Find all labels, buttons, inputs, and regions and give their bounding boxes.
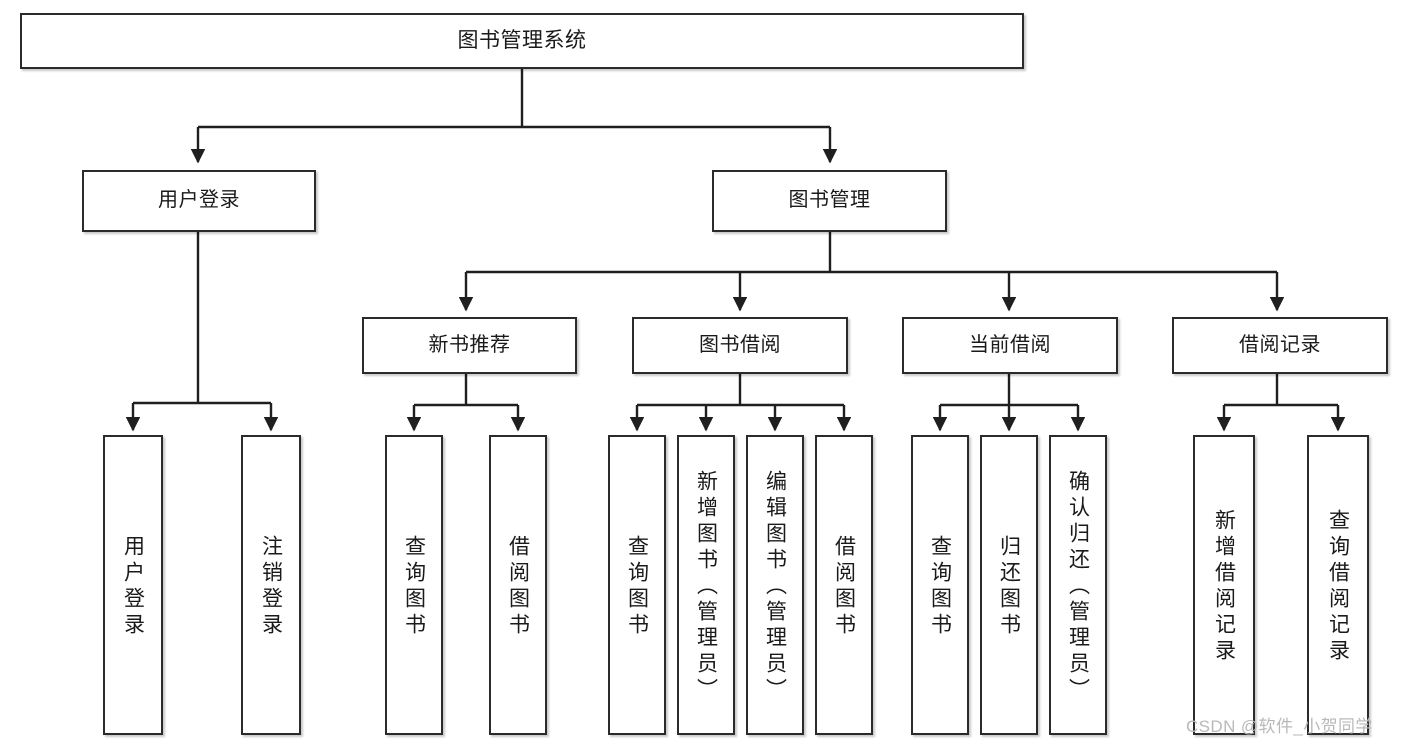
leaf-records-add-record-label: 新增借阅记录: [1212, 509, 1236, 665]
leaf-current-query-book[interactable]: 查询图书: [911, 435, 969, 735]
csdn-watermark: CSDN @软件_小贺同学: [1186, 717, 1373, 736]
node-current-borrow[interactable]: 当前借阅: [902, 317, 1118, 374]
leaf-current-return-book-label: 归还图书: [997, 535, 1021, 639]
leaf-borrow-add-book-admin[interactable]: 新增图书（管理员）: [677, 435, 735, 735]
leaf-new-book-borrow-book[interactable]: 借阅图书: [489, 435, 547, 735]
node-new-book-recommend[interactable]: 新书推荐: [362, 317, 577, 374]
node-user-login[interactable]: 用户登录: [82, 170, 316, 232]
node-new-book-recommend-label: 新书推荐: [428, 333, 511, 356]
leaf-borrow-add-book-admin-label: 新增图书（管理员）: [694, 470, 718, 704]
leaf-user-login-login[interactable]: 用户登录: [103, 435, 163, 735]
node-current-borrow-label: 当前借阅: [969, 333, 1051, 356]
leaf-current-confirm-return-admin[interactable]: 确认归还（管理员）: [1049, 435, 1107, 735]
node-book-management-label: 图书管理: [788, 189, 871, 212]
node-root-label: 图书管理系统: [457, 28, 587, 52]
node-user-login-label: 用户登录: [158, 189, 240, 212]
leaf-current-confirm-return-admin-label: 确认归还（管理员）: [1066, 470, 1090, 704]
leaf-current-return-book[interactable]: 归还图书: [980, 435, 1038, 735]
leaf-user-login-logout[interactable]: 注销登录: [241, 435, 301, 735]
node-book-borrow-label: 图书借阅: [699, 333, 781, 356]
leaf-records-add-record[interactable]: 新增借阅记录: [1193, 435, 1255, 735]
leaf-borrow-borrow-book[interactable]: 借阅图书: [815, 435, 873, 735]
leaf-new-book-query-book-label: 查询图书: [402, 535, 426, 639]
leaf-new-book-borrow-book-label: 借阅图书: [506, 535, 530, 639]
leaf-borrow-borrow-book-label: 借阅图书: [832, 535, 856, 639]
leaf-user-login-logout-label: 注销登录: [259, 535, 283, 639]
leaf-borrow-edit-book-admin[interactable]: 编辑图书（管理员）: [746, 435, 804, 735]
node-book-borrow[interactable]: 图书借阅: [632, 317, 848, 374]
leaf-borrow-edit-book-admin-label: 编辑图书（管理员）: [763, 470, 787, 704]
leaf-records-query-record[interactable]: 查询借阅记录: [1307, 435, 1369, 735]
leaf-new-book-query-book[interactable]: 查询图书: [385, 435, 443, 735]
leaf-borrow-query-book-label: 查询图书: [625, 535, 649, 639]
node-book-management[interactable]: 图书管理: [712, 170, 947, 232]
leaf-records-query-record-label: 查询借阅记录: [1326, 509, 1350, 665]
node-borrow-records-label: 借阅记录: [1239, 333, 1321, 356]
node-borrow-records[interactable]: 借阅记录: [1172, 317, 1388, 374]
leaf-current-query-book-label: 查询图书: [928, 535, 952, 639]
leaf-borrow-query-book[interactable]: 查询图书: [608, 435, 666, 735]
node-root-book-management-system[interactable]: 图书管理系统: [20, 13, 1024, 69]
leaf-user-login-login-label: 用户登录: [121, 535, 145, 639]
